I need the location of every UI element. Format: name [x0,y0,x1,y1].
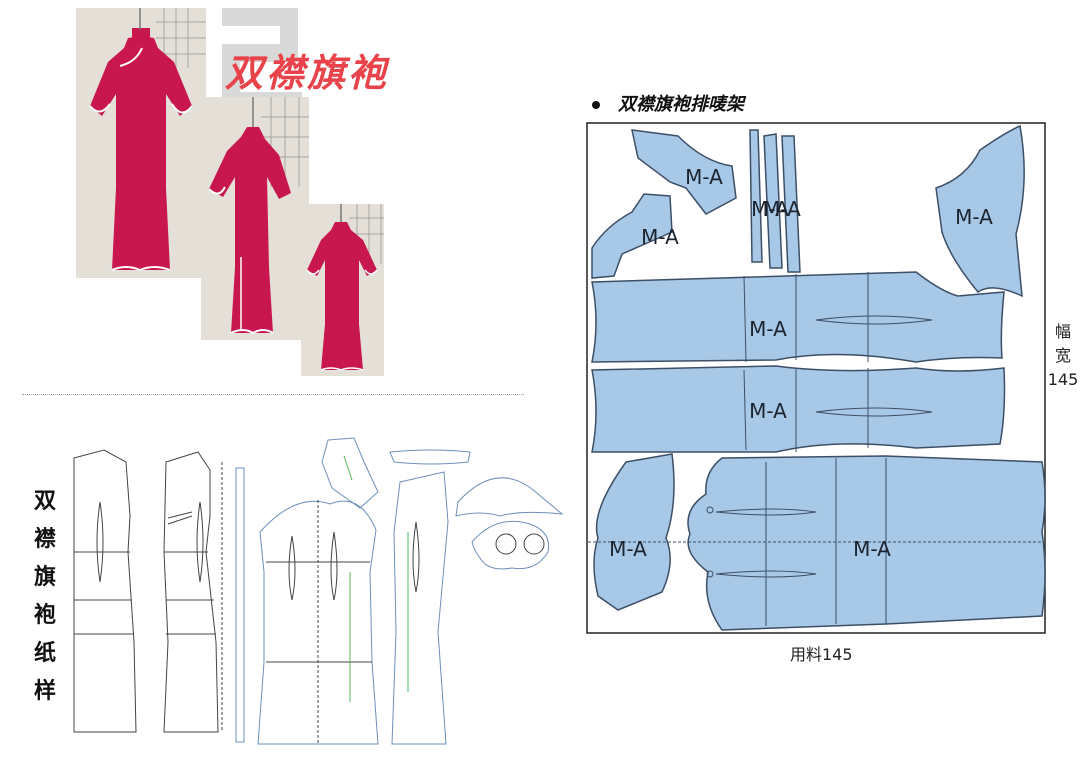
marker-piece-strip-2 [763,133,783,269]
label-char-5: 纸 [33,640,56,666]
marker-piece-large-bodice [687,455,1046,631]
pattern-neckband [389,449,471,465]
marker-piece-strip-3 [781,135,801,273]
dress-photo-front [76,8,206,278]
piece-label-sleeve-top: M-A [955,205,993,229]
pattern-back-bodice [73,449,137,733]
marker-piece-neck-facing [591,193,673,279]
fabric-usage-label: 用料145 [790,645,853,664]
section-title: 双襟旗袍 [225,50,390,95]
section-number-graphic: 2 [218,4,302,110]
width-label-char-2: 宽 [1054,346,1071,365]
piece-label-neck-facing: M-A [641,225,679,249]
marker-piece-strip-1 [749,129,763,263]
bullet-icon [592,101,600,109]
label-char-6: 样 [33,678,56,704]
marker-piece-back-panel [591,365,1006,453]
marker-layout-title: 双襟旗袍排唛架 [592,90,744,116]
piece-label-front-panel: M-A [749,317,787,341]
marker-layout-diagram: M-A M-A M-A M-A M-A M-A M-A M-A M-A [586,122,1046,634]
piece-label-strip-2: M-A [763,197,801,221]
label-char-2: 襟 [33,526,56,552]
piece-label-collar: M-A [685,165,723,189]
pattern-front-bodice [163,451,219,733]
marker-piece-front-panel [591,271,1005,363]
label-char-4: 袍 [33,602,56,628]
pattern-vertical-label: 双 襟 旗 袍 纸 样 [30,482,60,710]
pattern-side-panel [391,471,449,745]
paper-pattern-drawing [73,437,564,745]
fabric-width-label: 幅 宽 145 [1046,320,1080,392]
width-label-value: 145 [1047,370,1079,389]
pattern-placket-strip [235,467,245,743]
marker-piece-collar [631,129,737,215]
piece-label-back-panel: M-A [749,399,787,423]
dress-photo-back [301,204,384,376]
pattern-sleeve [455,477,564,517]
section-divider [22,394,524,395]
pattern-sleeve-ruffle [471,520,550,570]
piece-label-strip: M-A [751,197,789,221]
label-char-1: 双 [33,488,56,514]
pattern-collar-piece [321,437,379,509]
marker-piece-sleeve-top [935,124,1025,298]
marker-piece-sleeve-bottom [593,453,675,611]
label-char-3: 旗 [33,564,56,590]
width-label-char-1: 幅 [1054,322,1071,341]
piece-label-sleeve-bottom: M-A [609,537,647,561]
dress-photo-side [201,97,309,340]
marker-layout-title-text: 双襟旗袍排唛架 [618,94,744,115]
piece-label-large-bodice: M-A [853,537,891,561]
section-number: 2 [218,4,228,8]
